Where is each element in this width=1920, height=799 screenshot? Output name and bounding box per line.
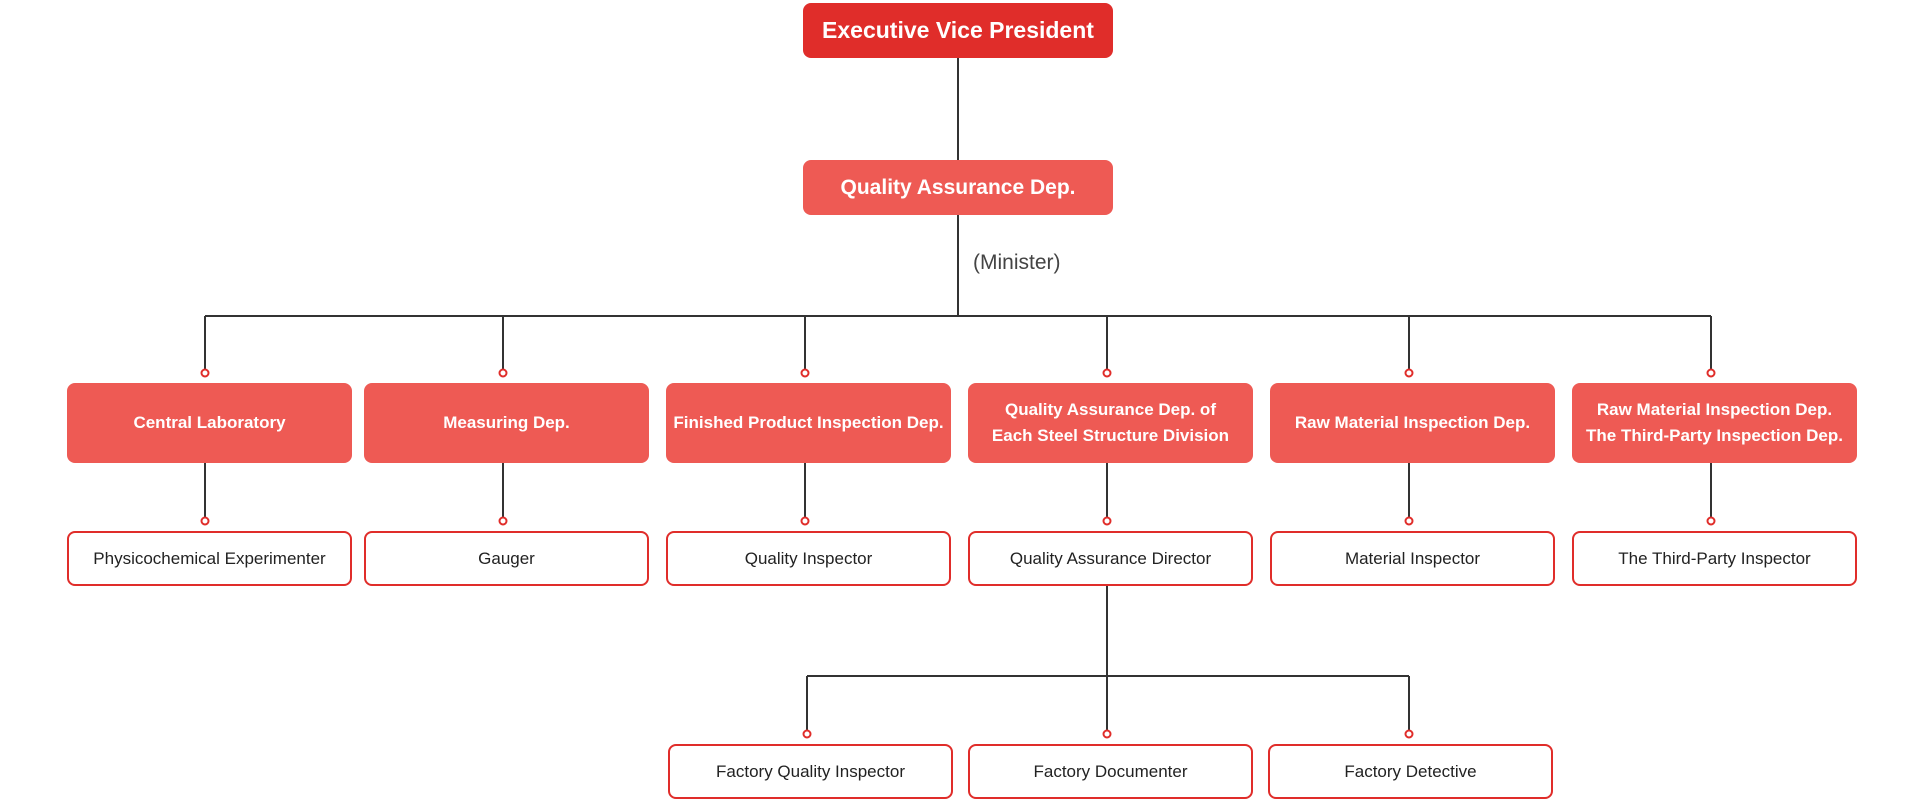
role-label: Material Inspector <box>1344 548 1481 568</box>
role-label: Factory Detective <box>1344 761 1477 781</box>
role-factory-detective: Factory Detective <box>1268 744 1553 799</box>
executive-vice-president-label: Executive Vice President <box>822 17 1094 43</box>
dept-finished-product-inspection: Finished Product Inspection Dep. <box>666 383 951 463</box>
role-label: Gauger <box>478 548 535 568</box>
role-label: The Third-Party Inspector <box>1618 548 1811 568</box>
role-label: Factory Quality Inspector <box>716 761 905 781</box>
role-quality-assurance-director: Quality Assurance Director <box>968 531 1253 586</box>
connector-dot <box>1102 729 1112 739</box>
connector-dot <box>1404 516 1414 526</box>
dept-raw-material-inspection: Raw Material Inspection Dep. <box>1270 383 1555 463</box>
quality-assurance-dep-label: Quality Assurance Dep. <box>840 175 1076 199</box>
role-label: Physicochemical Experimenter <box>93 548 326 568</box>
dept-third-party-inspection: Raw Material Inspection Dep. The Third-P… <box>1572 383 1857 463</box>
role-label: Quality Inspector <box>744 548 873 568</box>
connector-dot <box>498 368 508 378</box>
dept-qa-steel-structure: Quality Assurance Dep. of Each Steel Str… <box>968 383 1253 463</box>
role-material-inspector: Material Inspector <box>1270 531 1555 586</box>
dept-label-line1: Finished Product Inspection Dep. <box>673 413 944 432</box>
quality-assurance-dep-node: Quality Assurance Dep. <box>803 160 1113 215</box>
dept-label-line1: Raw Material Inspection Dep. <box>1596 400 1833 419</box>
connector-dot <box>1102 516 1112 526</box>
dept-label-line2: Each Steel Structure Division <box>991 426 1230 445</box>
role-factory-quality-inspector: Factory Quality Inspector <box>668 744 953 799</box>
role-quality-inspector: Quality Inspector <box>666 531 951 586</box>
role-factory-documenter: Factory Documenter <box>968 744 1253 799</box>
connector-dot <box>1404 729 1414 739</box>
connector-dot <box>1102 368 1112 378</box>
connector-dot <box>1706 368 1716 378</box>
role-third-party-inspector: The Third-Party Inspector <box>1572 531 1857 586</box>
dept-measuring: Measuring Dep. <box>364 383 649 463</box>
connector-dot <box>800 368 810 378</box>
connector-dot <box>498 516 508 526</box>
dept-label-line1: Quality Assurance Dep. of <box>1005 400 1216 419</box>
role-label: Factory Documenter <box>1033 761 1188 781</box>
connector-dot <box>802 729 812 739</box>
connector-dot <box>1404 368 1414 378</box>
connector-dot <box>800 516 810 526</box>
dept-label-line1: Measuring Dep. <box>443 413 570 432</box>
role-physicochemical-experimenter: Physicochemical Experimenter <box>67 531 352 586</box>
dept-label-line2: The Third-Party Inspection Dep. <box>1586 426 1843 445</box>
role-gauger: Gauger <box>364 531 649 586</box>
role-label: Quality Assurance Director <box>1009 548 1212 568</box>
connector-dot <box>1706 516 1716 526</box>
connector-dot <box>200 368 210 378</box>
dept-label-line1: Raw Material Inspection Dep. <box>1294 413 1531 432</box>
dept-central-laboratory: Central Laboratory <box>67 383 352 463</box>
executive-vice-president-node: Executive Vice President <box>803 3 1113 58</box>
connector-dot <box>200 516 210 526</box>
dept-label-line1: Central Laboratory <box>133 413 286 432</box>
minister-note: (Minister) <box>973 251 1061 274</box>
